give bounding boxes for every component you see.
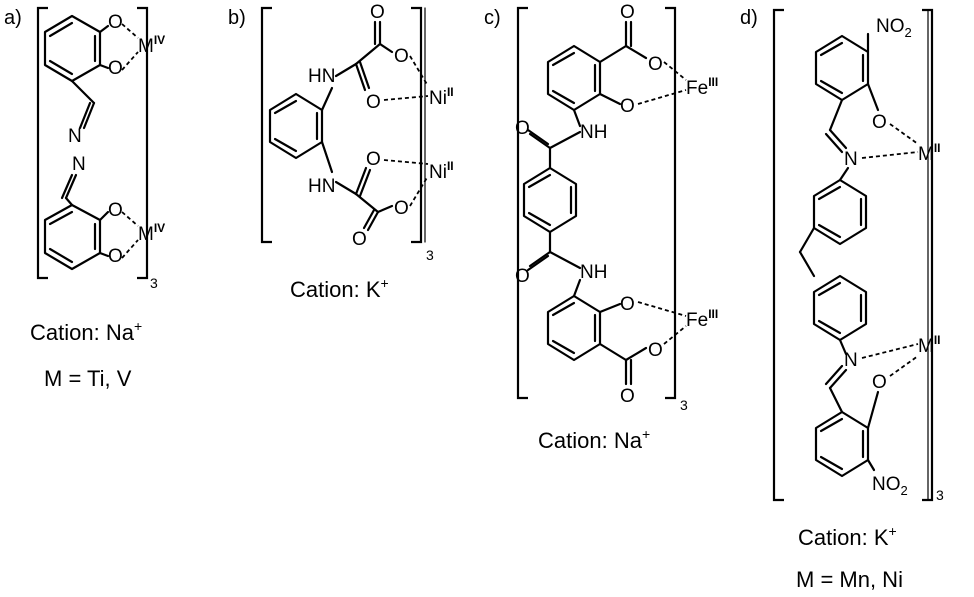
panel-b-oxygen-6: O [352,229,367,250]
panel-c-iron-bottom: FeIII [686,307,718,331]
panel-d-imine-nitrogen-top: N [844,149,858,170]
panel-a-cation: Cation: Na+ [30,318,142,345]
panel-c-top-benzene-ring [546,44,602,112]
panel-b-nickel-top: NiII [429,85,454,109]
panel-d-lower-phenyl-ring [812,274,868,342]
panel-c-oxygen-6: O [620,386,635,407]
panel-b-right-bracket [411,6,423,244]
panel-b-label: b) [228,7,246,29]
panel-c-oxygen-4: O [620,294,635,315]
panel-a-oxygen-lower-top: O [108,200,123,221]
panel-d-top-benzene-ring [814,34,870,102]
panel-a-multiplicity: 3 [150,275,158,291]
panel-b-cation: Cation: K+ [290,275,389,302]
panel-d-imine-nitrogen-bottom: N [844,350,858,371]
panel-c-oxygen-1: O [620,2,635,23]
panel-b-amine-bottom: HN [308,176,335,197]
panel-c-cation: Cation: Na+ [538,426,650,453]
panel-a-left-bracket [36,6,48,280]
panel-b-benzene-ring [268,92,324,160]
panel-c-right-bracket [665,6,677,400]
panel-c: c) 3 O O O FeIII NH O [484,2,718,453]
panel-c-oxygen-5: O [648,340,663,361]
panel-d-bottom-benzene-ring [814,410,870,478]
panel-a-nitrogen-lower: N [72,154,86,175]
panel-a-oxygen-bottom: O [108,58,123,79]
panel-b-multiplicity: 3 [426,247,434,263]
panel-c-left-bracket [516,6,528,400]
panel-c-middle-benzene-ring [522,166,578,234]
panel-a-top-benzene-ring [43,14,102,83]
panel-c-amide-nh-top: NH [580,122,607,143]
panel-a-metal-top: MIV [138,33,165,57]
panel-d: d) 3 NO2 O N MII [740,7,944,592]
panel-a-oxygen-lower-bottom: O [108,246,123,267]
panel-c-amide-nh-bottom: NH [580,262,607,283]
panel-a-metal-bottom: MIV [138,221,165,245]
panel-d-label: d) [740,7,758,29]
panel-d-metal-top: MII [918,141,941,165]
panel-c-oxygen-amide-top: O [515,118,530,139]
panel-a-oxygen-top: O [108,12,123,33]
panel-a-bottom-benzene-ring [43,203,102,271]
panel-c-oxygen-2: O [648,54,663,75]
panel-d-left-bracket [772,8,784,502]
panel-c-multiplicity: 3 [680,397,688,413]
panel-b-oxygen-5: O [394,198,409,219]
panel-a-label: a) [4,7,22,29]
panel-a-nitrogen-upper: N [68,126,82,147]
panel-b-oxygen-1: O [370,2,385,23]
panel-d-right-bracket [922,8,934,502]
panel-d-nitro-top: NO2 [876,16,912,40]
panel-d-upper-phenyl-ring [812,178,868,246]
panel-c-label: c) [484,7,501,29]
panel-b-left-bracket [260,6,272,244]
panel-d-metal-list: M = Mn, Ni [796,567,903,592]
panel-a: a) 3 O O MIV N N [4,6,165,391]
panel-a-metal-list: M = Ti, V [44,366,132,391]
panel-b-oxygen-3: O [366,92,381,113]
panel-d-nitro-bottom: NO2 [872,474,908,498]
panel-c-iron-top: FeIII [686,75,718,99]
panel-b-amine-top: HN [308,66,335,87]
panel-d-metal-bottom: MII [918,333,941,357]
panel-c-bottom-benzene-ring [546,294,602,362]
panel-d-oxygen-bottom: O [872,372,887,393]
panel-b-oxygen-4: O [366,149,381,170]
panel-b-oxygen-2: O [394,46,409,67]
panel-b-nickel-bottom: NiII [429,159,454,183]
panel-d-oxygen-top: O [872,112,887,133]
panel-c-oxygen-amide-bottom: O [515,266,530,287]
panel-c-oxygen-3: O [620,96,635,117]
panel-b: b) 3 HN HN O O O NiII [228,2,454,302]
panel-d-multiplicity: 3 [936,487,944,503]
panel-a-right-bracket [137,6,149,280]
panel-d-cation: Cation: K+ [798,523,897,550]
